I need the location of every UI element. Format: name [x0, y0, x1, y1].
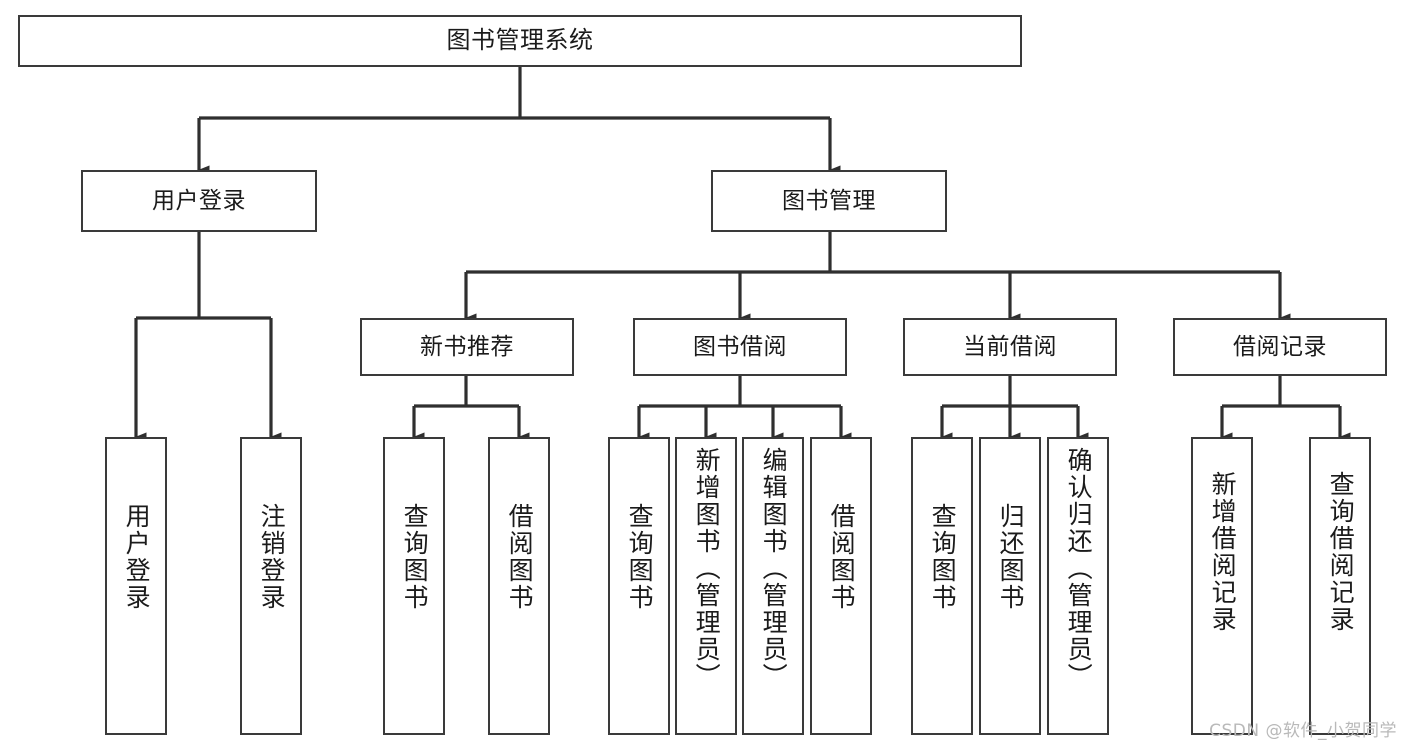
node-leaf-query-book-current[interactable]: 查询图书	[911, 437, 973, 735]
node-leaf-borrow-book-recommend[interactable]: 借阅图书	[488, 437, 550, 735]
node-borrow-record[interactable]: 借阅记录	[1173, 318, 1387, 376]
node-label: 用户登录	[152, 187, 246, 214]
node-label: 当前借阅	[963, 333, 1057, 360]
node-label: 借阅图书	[827, 503, 857, 611]
node-leaf-edit-book-admin[interactable]: 编辑图书（管理员）	[742, 437, 804, 735]
node-leaf-add-borrow-record[interactable]: 新增借阅记录	[1191, 437, 1253, 735]
node-label: 新增借阅记录	[1208, 471, 1238, 633]
node-label: 借阅图书	[505, 503, 535, 611]
node-label: 查询图书	[928, 503, 958, 611]
node-label: 编辑图书（管理员）	[759, 447, 789, 690]
node-leaf-add-book-admin[interactable]: 新增图书（管理员）	[675, 437, 737, 735]
node-leaf-query-book-borrow[interactable]: 查询图书	[608, 437, 670, 735]
node-label: 图书借阅	[693, 333, 787, 360]
node-label: 新增图书（管理员）	[692, 447, 722, 690]
node-root-book-management-system[interactable]: 图书管理系统	[18, 15, 1022, 67]
node-leaf-borrow-book[interactable]: 借阅图书	[810, 437, 872, 735]
csdn-watermark: CSDN @软件_小贺同学	[1209, 721, 1397, 741]
node-leaf-query-book-recommend[interactable]: 查询图书	[383, 437, 445, 735]
node-label: 归还图书	[996, 503, 1026, 611]
node-label: 查询图书	[400, 503, 430, 611]
node-label: 图书管理系统	[446, 26, 594, 55]
node-new-book-recommend[interactable]: 新书推荐	[360, 318, 574, 376]
node-label: 查询图书	[625, 503, 655, 611]
node-book-management[interactable]: 图书管理	[711, 170, 947, 232]
node-leaf-user-login[interactable]: 用户登录	[105, 437, 167, 735]
node-label: 查询借阅记录	[1326, 471, 1356, 633]
node-label: 图书管理	[782, 187, 876, 214]
node-leaf-return-book[interactable]: 归还图书	[979, 437, 1041, 735]
node-label: 用户登录	[122, 503, 152, 611]
node-current-borrow[interactable]: 当前借阅	[903, 318, 1117, 376]
node-label: 注销登录	[257, 503, 287, 611]
node-leaf-logout-login[interactable]: 注销登录	[240, 437, 302, 735]
node-label: 确认归还（管理员）	[1064, 447, 1094, 690]
node-book-borrow[interactable]: 图书借阅	[633, 318, 847, 376]
node-label: 借阅记录	[1233, 333, 1327, 360]
node-leaf-query-borrow-record[interactable]: 查询借阅记录	[1309, 437, 1371, 735]
node-leaf-confirm-return-admin[interactable]: 确认归还（管理员）	[1047, 437, 1109, 735]
node-user-login[interactable]: 用户登录	[81, 170, 317, 232]
node-label: 新书推荐	[420, 333, 514, 360]
